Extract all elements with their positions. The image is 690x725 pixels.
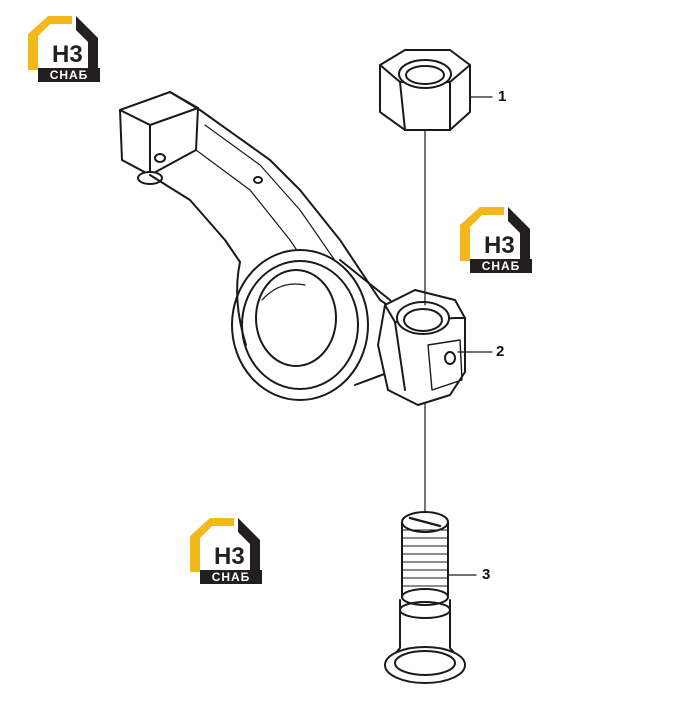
- brand-logo-watermark: H3 СНАБ: [456, 203, 534, 275]
- logo-h3-text: H3: [484, 232, 515, 259]
- logo-h3-text: H3: [214, 543, 245, 570]
- callout-number-1: 1: [498, 88, 507, 105]
- logo-h3-text: H3: [52, 41, 83, 68]
- logo-snab-text: СНАБ: [212, 570, 251, 584]
- logo-snab-text: СНАБ: [482, 259, 521, 273]
- logo-snab-text: СНАБ: [50, 68, 89, 82]
- brand-logo-watermark: H3 СНАБ: [24, 12, 102, 84]
- callout-number-3: 3: [482, 566, 491, 583]
- brand-logo-watermark: H3 СНАБ: [186, 514, 264, 586]
- adjusting-screw: [384, 511, 466, 684]
- leader-lines: [447, 96, 493, 576]
- rocker-arm-adjuster-boss: [377, 289, 466, 406]
- nut: [379, 49, 471, 131]
- rocker-arm: [119, 91, 411, 401]
- callout-number-2: 2: [496, 343, 505, 360]
